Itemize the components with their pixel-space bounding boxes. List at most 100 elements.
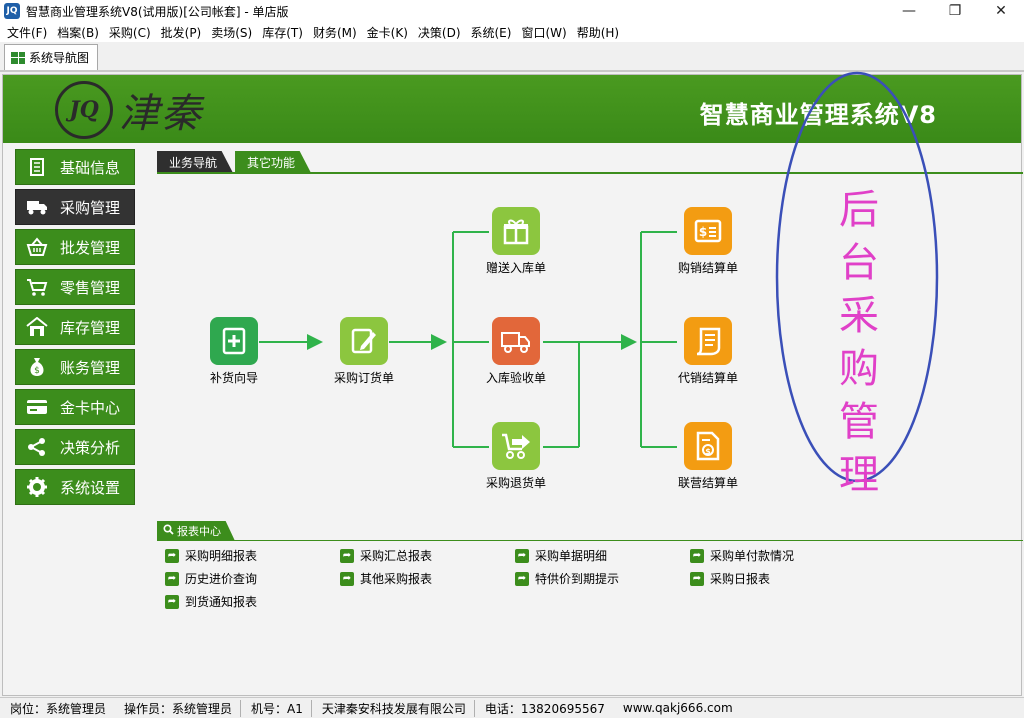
sidebar-item-wholesale[interactable]: 批发管理 (15, 229, 135, 265)
menu-decision[interactable]: 决策(D) (417, 25, 461, 40)
node-label: 联营结算单 (677, 476, 738, 490)
receipt-icon (684, 317, 732, 365)
sidebar-item-purchase[interactable]: 采购管理 (15, 189, 135, 225)
sidebar-item-label: 决策分析 (60, 438, 121, 457)
node-label: 赠送入库单 (485, 261, 546, 275)
minimize-button[interactable]: — (902, 3, 916, 19)
sidebar-item-settings[interactable]: 系统设置 (15, 469, 135, 505)
flow-node-receive[interactable]: 入库验收单 (471, 317, 561, 386)
report-link[interactable]: ➦到货通知报表 (165, 593, 340, 610)
report-link[interactable]: ➦采购单据明细 (515, 547, 690, 564)
return-cart-icon (492, 422, 540, 470)
report-link[interactable]: ➦采购明细报表 (165, 547, 340, 564)
sidebar: 基础信息 采购管理 批发管理 零售管理 库存管理 (15, 149, 137, 509)
flow-node-settle-joint[interactable]: $ 联营结算单 (663, 422, 753, 491)
report-label: 采购单付款情况 (710, 549, 795, 563)
report-link[interactable]: ➦特供价到期提示 (515, 570, 690, 587)
arrow-icon: ➦ (515, 571, 529, 586)
tab-business-navigation[interactable]: 业务导航 (157, 151, 234, 173)
moneybag-icon: $ (26, 356, 48, 378)
report-divider (157, 540, 1023, 541)
menu-inventory[interactable]: 库存(T) (262, 25, 303, 40)
report-link[interactable]: ➦采购日报表 (690, 570, 850, 587)
status-company: 天津秦安科技发展有限公司 (312, 699, 475, 717)
title-bar: JQ 智慧商业管理系统V8(试用版)[公司帐套] - 单店版 — ❐ ✕ (0, 0, 1024, 22)
close-button[interactable]: ✕ (995, 3, 1007, 19)
main-panel: JQ 津秦 智慧商业管理系统V8 基础信息 采购管理 批发管理 (2, 74, 1023, 696)
menu-finance[interactable]: 财务(M) (312, 25, 357, 40)
menu-archive[interactable]: 档案(B) (57, 25, 99, 40)
truck-icon (492, 317, 540, 365)
sidebar-item-inventory[interactable]: 库存管理 (15, 309, 135, 345)
truck-icon (26, 196, 48, 218)
flow-node-purchase-order[interactable]: 采购订货单 (319, 317, 409, 386)
maximize-button[interactable]: ❐ (948, 3, 962, 19)
logo: JQ 津秦 (55, 81, 203, 139)
sidebar-item-label: 账务管理 (60, 358, 121, 377)
sidebar-item-goldcard[interactable]: 金卡中心 (15, 389, 135, 425)
node-label: 采购订货单 (333, 371, 394, 385)
flow-node-settle-consign[interactable]: 代销结算单 (663, 317, 753, 386)
flow-node-restock[interactable]: 补货向导 (189, 317, 279, 386)
report-link[interactable]: ➦采购单付款情况 (690, 547, 850, 564)
sidebar-item-decision[interactable]: 决策分析 (15, 429, 135, 465)
status-bar: 岗位：系统管理员 操作员：系统管理员 机号：A1 天津秦安科技发展有限公司 电话… (0, 697, 1024, 718)
sidebar-item-label: 批发管理 (60, 238, 121, 257)
sidebar-item-label: 零售管理 (60, 278, 121, 297)
status-phone: 电话：13820695567 (484, 701, 605, 716)
annotation-char: 理 (839, 452, 879, 498)
bill-icon: $ (684, 207, 732, 255)
flow-node-return[interactable]: 采购退货单 (471, 422, 561, 491)
sidebar-item-retail[interactable]: 零售管理 (15, 269, 135, 305)
tab-other-functions[interactable]: 其它功能 (235, 151, 312, 173)
share-icon (26, 436, 48, 458)
annotation-char: 管 (839, 399, 879, 445)
node-label: 补货向导 (209, 371, 258, 385)
menu-store[interactable]: 卖场(S) (211, 25, 253, 40)
logo-text: 津秦 (119, 91, 203, 137)
banner-title: 智慧商业管理系统V8 (699, 101, 937, 129)
flow-node-gift-in[interactable]: 赠送入库单 (471, 207, 561, 276)
report-label: 采购明细报表 (185, 549, 258, 563)
annotation-char: 后 (839, 187, 879, 233)
invoice-icon: $ (684, 422, 732, 470)
status-website: www.qakj666.com (622, 701, 733, 715)
panel-tabs: 业务导航 其它功能 (157, 151, 313, 173)
status-operator: 操作员：系统管理员 (114, 699, 242, 717)
report-link[interactable]: ➦采购汇总报表 (340, 547, 515, 564)
annotation-ellipse (775, 71, 939, 483)
tab-divider (157, 172, 1023, 174)
tab-system-navigation[interactable]: 系统导航图 (4, 44, 99, 70)
app-icon: JQ (4, 3, 20, 19)
flow-node-settle-purchase[interactable]: $ 购销结算单 (663, 207, 753, 276)
arrow-icon: ➦ (165, 594, 179, 609)
svg-text:$: $ (705, 447, 711, 456)
menu-window[interactable]: 窗口(W) (521, 25, 567, 40)
tab-label: 系统导航图 (29, 51, 90, 65)
sidebar-item-basic-info[interactable]: 基础信息 (15, 149, 135, 185)
arrow-icon: ➦ (690, 571, 704, 586)
node-label: 采购退货单 (485, 476, 546, 490)
arrow-icon: ➦ (340, 571, 354, 586)
window-controls: — ❐ ✕ (886, 0, 1024, 22)
node-label: 购销结算单 (677, 261, 738, 275)
node-label: 代销结算单 (677, 371, 738, 385)
card-icon (26, 396, 48, 418)
warehouse-icon (26, 316, 48, 338)
menu-help[interactable]: 帮助(H) (576, 25, 620, 40)
menu-file[interactable]: 文件(F) (7, 25, 48, 40)
sidebar-item-label: 系统设置 (60, 478, 121, 497)
report-center-tab[interactable]: 报表中心 (157, 521, 235, 541)
sidebar-item-label: 金卡中心 (60, 398, 121, 417)
cart-icon (26, 276, 48, 298)
menu-purchase[interactable]: 采购(C) (108, 25, 151, 40)
report-link[interactable]: ➦ 其他采购报表 (340, 570, 515, 587)
status-post: 岗位：系统管理员 (10, 701, 107, 716)
report-link[interactable]: ➦历史进价查询 (165, 570, 340, 587)
report-label: 历史进价查询 (185, 572, 258, 586)
sidebar-item-accounts[interactable]: $ 账务管理 (15, 349, 135, 385)
menu-wholesale[interactable]: 批发(P) (160, 25, 202, 40)
report-label: 其他采购报表 (360, 572, 433, 586)
menu-goldcard[interactable]: 金卡(K) (366, 25, 408, 40)
menu-system[interactable]: 系统(E) (470, 25, 512, 40)
